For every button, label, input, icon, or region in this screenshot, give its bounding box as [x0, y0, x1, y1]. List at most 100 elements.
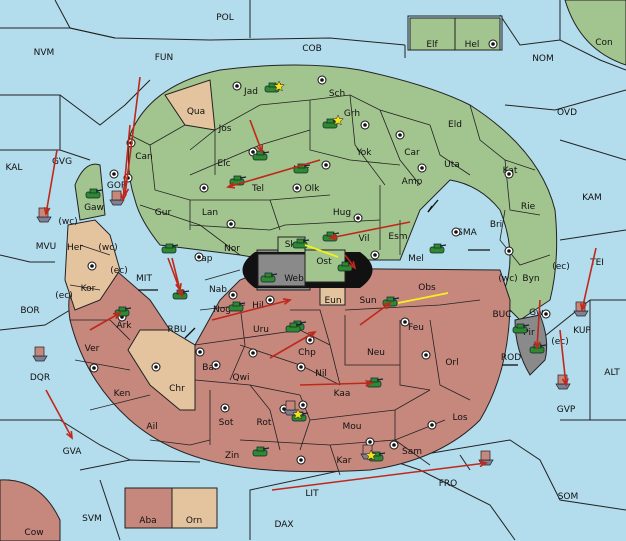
sea-label-cow[interactable]: Cow	[24, 528, 43, 538]
south-label-hil[interactable]: Hil	[252, 301, 264, 311]
north-label-gur[interactable]: Gur	[155, 208, 172, 218]
army-icon[interactable]	[337, 261, 355, 272]
sea-label-rbu[interactable]: RBU	[167, 325, 186, 335]
sea-label-kam[interactable]: KAM	[582, 193, 602, 203]
sea-label-fun[interactable]: FUN	[155, 53, 174, 63]
south-label-sot[interactable]: Sot	[219, 418, 234, 428]
north-label-esm[interactable]: Esm	[388, 232, 407, 242]
south-label-kaa[interactable]: Kaa	[334, 389, 351, 399]
coast-tag-wc[interactable]: (wc)	[98, 243, 117, 253]
neutral-label-her[interactable]: Her	[67, 243, 83, 253]
north-label-byn[interactable]: Byn	[522, 274, 539, 284]
south-label-uru[interactable]: Uru	[253, 325, 269, 335]
coast-tag-wc[interactable]: (wc)	[498, 274, 517, 284]
south-label-eun[interactable]: Eun	[324, 296, 341, 306]
south-label-feu[interactable]: Feu	[408, 323, 424, 333]
south-label-ail[interactable]: Ail	[146, 422, 157, 432]
south-label-rot[interactable]: Rot	[257, 418, 272, 428]
coast-tag-ec[interactable]: (ec)	[552, 262, 570, 272]
south-label-orl[interactable]: Orl	[445, 358, 458, 368]
north-label-jad[interactable]: Jad	[243, 87, 258, 97]
army-icon[interactable]	[252, 446, 270, 457]
sea-label-kal[interactable]: KAL	[6, 163, 23, 173]
south-label-nog[interactable]: Nog	[213, 305, 231, 315]
south-label-ark[interactable]: Ark	[116, 321, 132, 331]
south-label-ken[interactable]: Ken	[114, 389, 131, 399]
army-icon[interactable]	[429, 243, 447, 254]
north-label-tel[interactable]: Tel	[251, 184, 264, 194]
sea-label-lit[interactable]: LIT	[305, 489, 319, 499]
neutral-label-qua[interactable]: Qua	[187, 107, 205, 117]
north-label-rie[interactable]: Rie	[521, 202, 536, 212]
neutral-label-orn[interactable]: Orn	[186, 516, 202, 526]
sea-label-tei[interactable]: TEI	[589, 258, 604, 268]
sea-label-dax[interactable]: DAX	[274, 520, 293, 530]
south-label-sam[interactable]: Sam	[402, 447, 422, 457]
south-label-zin[interactable]: Zin	[225, 451, 239, 461]
sea-label-som[interactable]: SOM	[558, 492, 579, 502]
sea-label-bor[interactable]: BOR	[20, 306, 39, 316]
south-label-neu[interactable]: Neu	[367, 348, 385, 358]
sea-label-con[interactable]: Con	[595, 38, 613, 48]
north-label-gaw[interactable]: Gaw	[84, 203, 104, 213]
sea-label-fro[interactable]: FRO	[439, 479, 458, 489]
sea-label-sma[interactable]: SMA	[457, 228, 477, 238]
north-label-bri[interactable]: Bri	[490, 220, 502, 230]
sea-label-gvg[interactable]: GVG	[52, 157, 72, 167]
north-label-skr[interactable]: Skr	[285, 240, 300, 250]
north-label-car[interactable]: Car	[404, 148, 420, 158]
north-label-hug[interactable]: Hug	[333, 208, 351, 218]
sea-label-ovd[interactable]: OVD	[557, 108, 577, 118]
north-label-sap[interactable]: Sap	[196, 254, 213, 264]
coast-tag-ec[interactable]: (ec)	[110, 266, 128, 276]
army-icon[interactable]	[512, 323, 530, 334]
north-label-vil[interactable]: Vil	[359, 234, 370, 244]
north-label-uta[interactable]: Uta	[444, 160, 460, 170]
south-label-aba[interactable]: Aba	[139, 516, 156, 526]
north-label-sch[interactable]: Sch	[329, 89, 345, 99]
north-label-jos[interactable]: Jos	[218, 124, 232, 134]
south-label-ost[interactable]: Ost	[316, 257, 332, 267]
south-label-qwi[interactable]: Qwi	[233, 373, 250, 383]
fleet-icon[interactable]	[36, 207, 52, 223]
coast-tag-ec[interactable]: (ec)	[55, 291, 73, 301]
army-icon[interactable]	[252, 150, 270, 161]
sea-label-svm[interactable]: SVM	[82, 514, 102, 524]
sea-label-pol[interactable]: POL	[216, 13, 234, 23]
neutral-label-chr[interactable]: Chr	[169, 384, 185, 394]
north-label-hel[interactable]: Hel	[465, 40, 480, 50]
north-label-olk[interactable]: Olk	[305, 184, 321, 194]
south-label-web[interactable]: Web	[284, 274, 304, 284]
fleet-icon[interactable]	[32, 346, 48, 362]
north-label-nor[interactable]: Nor	[224, 244, 240, 254]
sea-label-gvp[interactable]: GVP	[557, 405, 576, 415]
north-label-yok[interactable]: Yok	[355, 148, 372, 158]
coast-tag-ec[interactable]: (ec)	[551, 337, 569, 347]
army-icon[interactable]	[228, 301, 246, 312]
fleet-icon[interactable]	[555, 374, 571, 390]
south-label-bar[interactable]: Bar	[202, 363, 218, 373]
army-icon[interactable]	[285, 322, 303, 333]
south-label-kor[interactable]: Kor	[81, 284, 96, 294]
army-icon[interactable]	[292, 238, 310, 249]
sea-label-gor[interactable]: GOR	[107, 181, 127, 191]
coast-tag-wc[interactable]: (wc)	[58, 217, 77, 227]
south-label-nil[interactable]: Nil	[315, 369, 327, 379]
sea-label-cob[interactable]: COB	[302, 44, 322, 54]
sea-label-gva[interactable]: GVA	[63, 447, 83, 457]
south-label-nab[interactable]: Nab	[209, 285, 227, 295]
south-label-mou[interactable]: Mou	[343, 422, 362, 432]
north-label-eld[interactable]: Eld	[448, 120, 462, 130]
north-label-amp[interactable]: Amp	[402, 177, 423, 187]
sea-label-alt[interactable]: ALT	[604, 368, 620, 378]
sea-label-nvm[interactable]: NVM	[34, 48, 55, 58]
sea-label-kup[interactable]: KUP	[573, 326, 591, 336]
south-label-los[interactable]: Los	[452, 413, 467, 423]
north-label-elc[interactable]: Elc	[217, 159, 230, 169]
south-label-kar[interactable]: Kar	[337, 456, 352, 466]
sea-label-nom[interactable]: NOM	[532, 54, 554, 64]
north-label-elf[interactable]: Elf	[426, 40, 438, 50]
north-label-can[interactable]: Can	[135, 152, 153, 162]
army-icon[interactable]	[85, 188, 103, 199]
north-label-mel[interactable]: Mel	[408, 254, 424, 264]
